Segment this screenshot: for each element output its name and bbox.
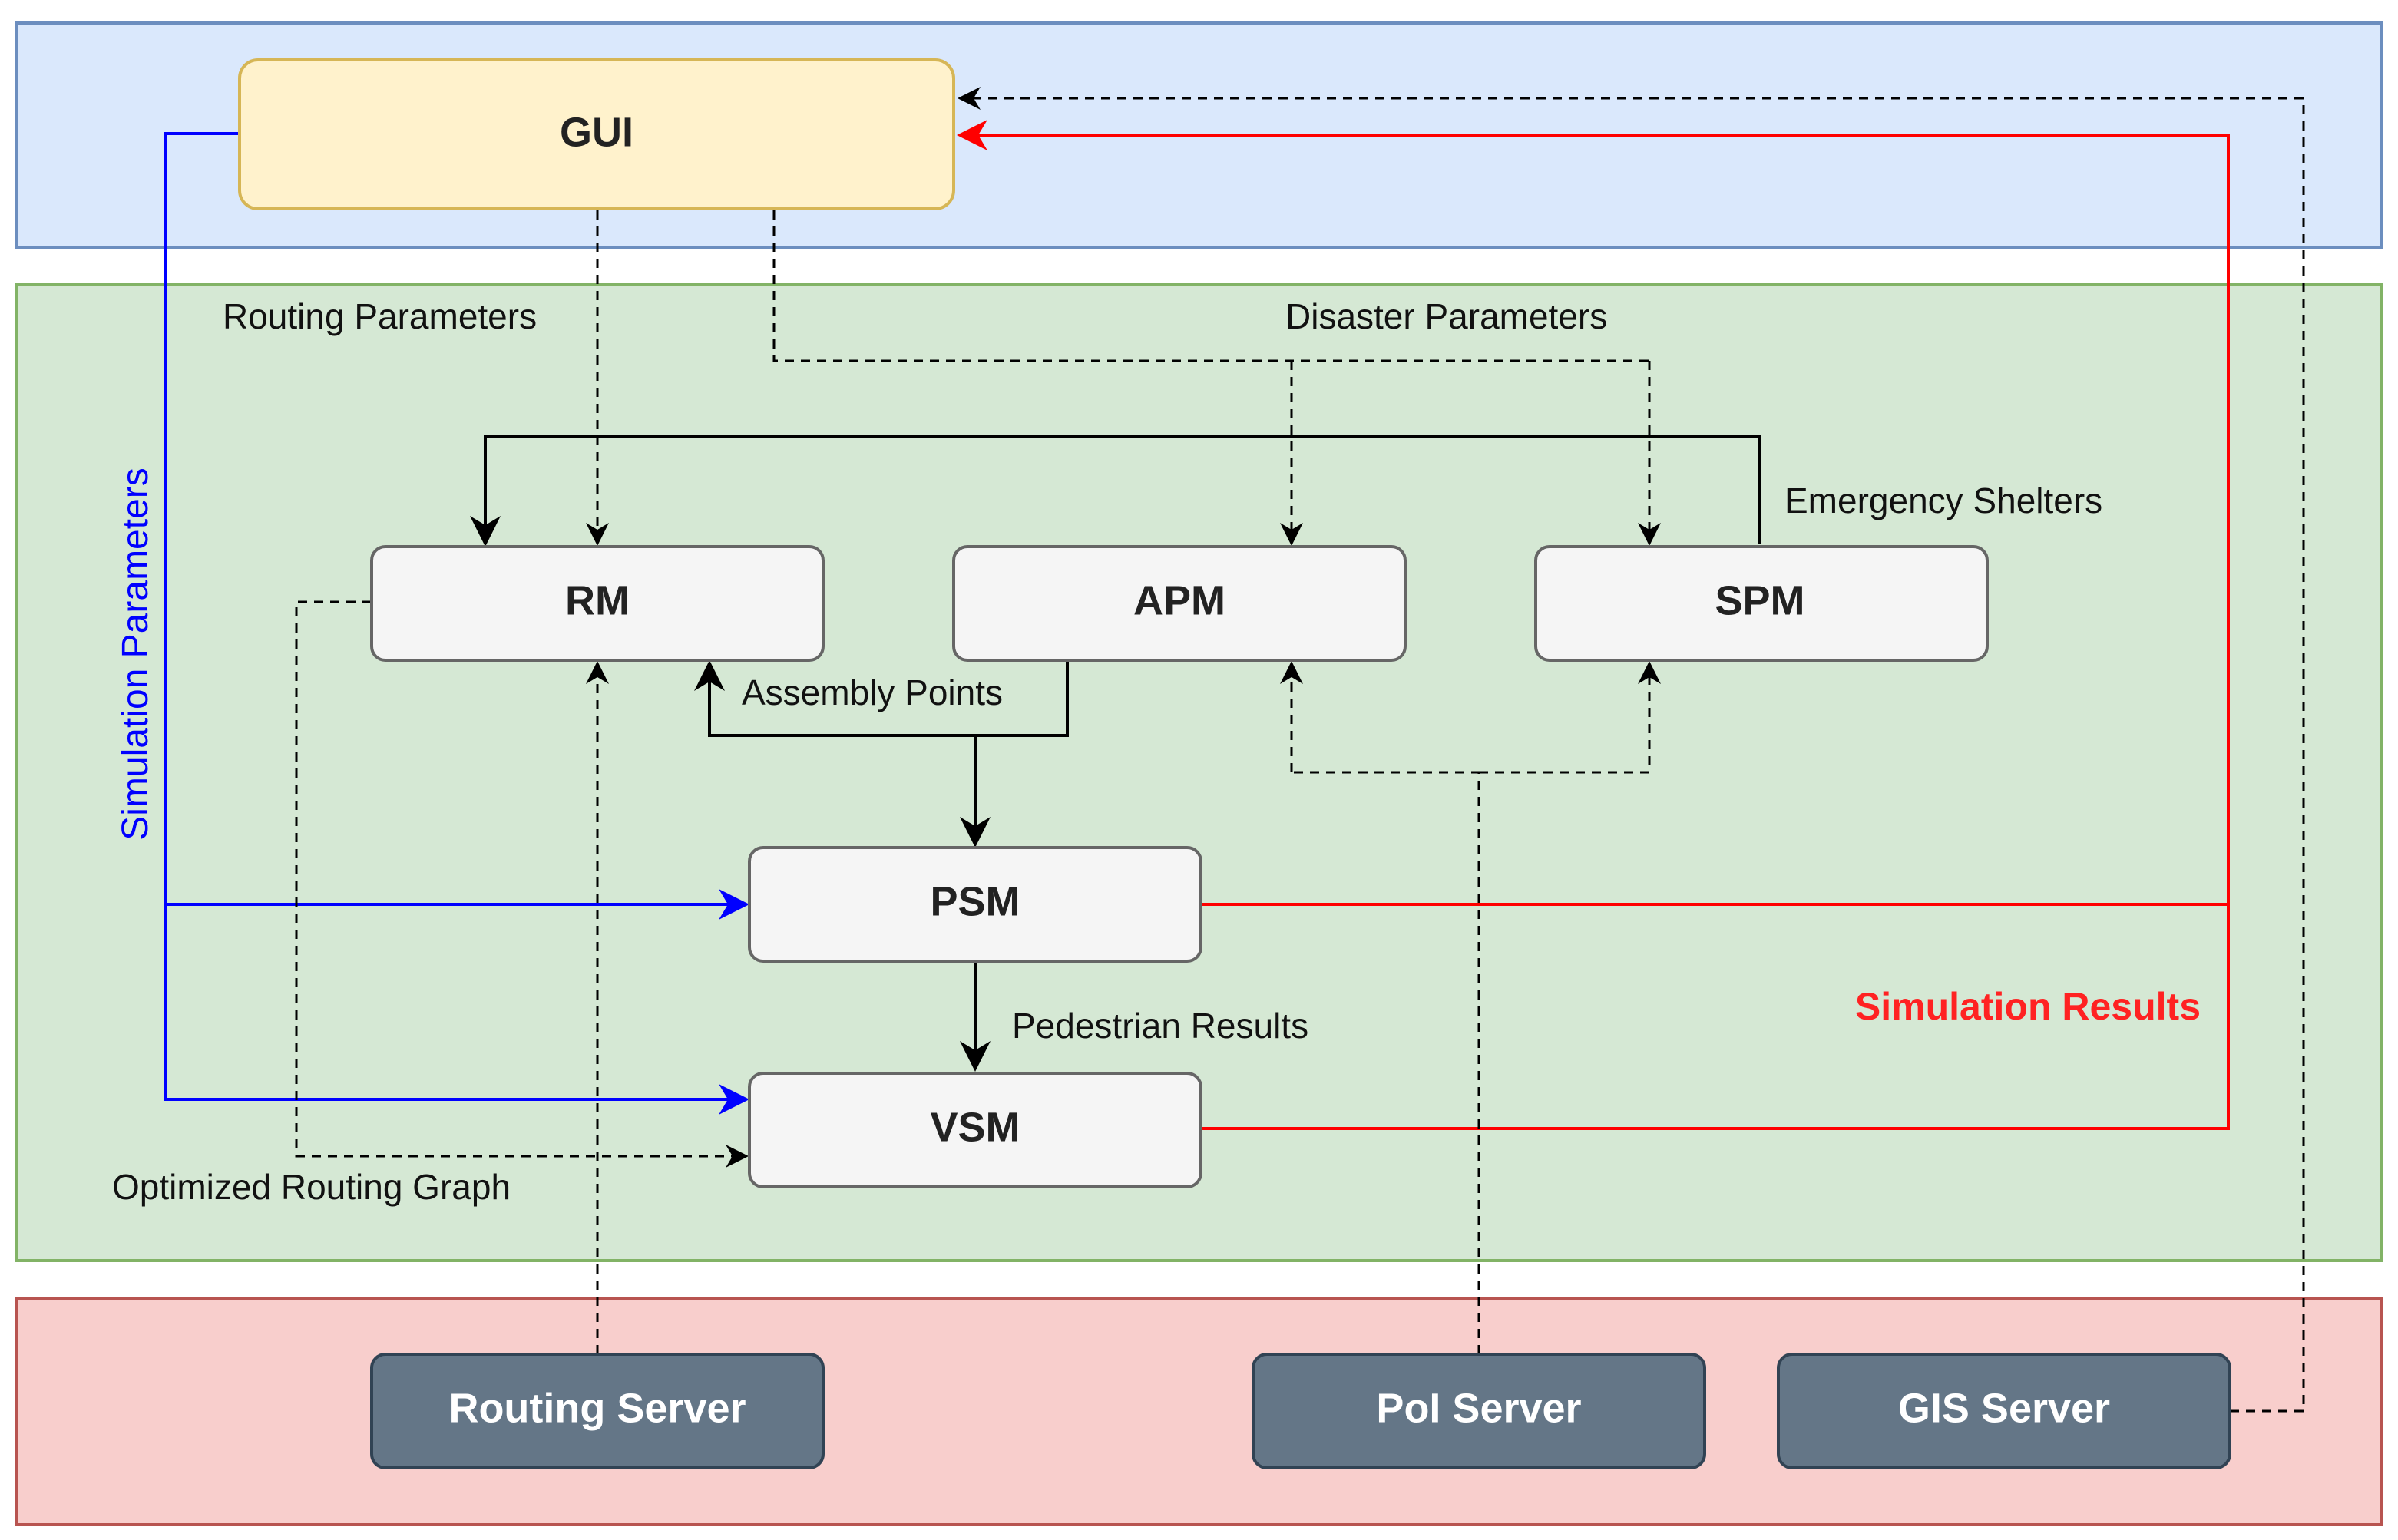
- gis-server-label: GIS Server: [1898, 1385, 2110, 1431]
- apm-node: [952, 545, 1407, 662]
- vsm-to-gui-edge: [1201, 904, 2230, 1130]
- psm-node: [748, 846, 1202, 963]
- gui-to-vsm-edge: [164, 904, 749, 1115]
- simulation-results-edges: [957, 120, 2230, 1130]
- apm-label: APM: [1133, 577, 1225, 623]
- poi-server-node: [1252, 1353, 1706, 1469]
- simulation-parameters-label: Simulation Parameters: [115, 468, 156, 841]
- simulation-parameters-edges: [164, 132, 749, 1115]
- vsm-node: [748, 1072, 1202, 1188]
- emergency-shelters-edge: [470, 435, 1761, 547]
- disaster-parameters-trunk: [772, 210, 1649, 362]
- simulation-results-label: Simulation Results: [1855, 985, 2201, 1028]
- assembly-points-edge: [694, 660, 1069, 737]
- routing-server-label: Routing Server: [448, 1385, 746, 1431]
- routing-parameters-label: Routing Parameters: [223, 296, 537, 336]
- assembly-points-label: Assembly Points: [742, 673, 1003, 712]
- psm-to-gui-edge: [957, 120, 2230, 906]
- poi-server-label: PoI Server: [1376, 1385, 1581, 1431]
- gui-to-psm-edge: [164, 132, 749, 920]
- routing-server-node: [370, 1353, 825, 1469]
- dashed-data-edges: [295, 87, 2305, 1413]
- gis-server-node: [1777, 1353, 2231, 1469]
- solid-data-edges: [470, 435, 1761, 1072]
- rm-label: RM: [565, 577, 630, 623]
- rm-node: [370, 545, 825, 662]
- gui-node: [238, 58, 955, 210]
- psm-label: PSM: [930, 878, 1020, 924]
- emergency-shelters-label: Emergency Shelters: [1784, 481, 2102, 520]
- gis-to-gui-edge: [958, 87, 2305, 1413]
- vsm-label: VSM: [930, 1104, 1020, 1150]
- pedestrian-results-label: Pedestrian Results: [1012, 1006, 1308, 1046]
- optimized-routing-graph-edge: [295, 600, 749, 1168]
- spm-node: [1534, 545, 1989, 662]
- optimized-routing-graph-label: Optimized Routing Graph: [112, 1167, 511, 1207]
- spm-label: SPM: [1715, 577, 1804, 623]
- disaster-parameters-label: Disaster Parameters: [1285, 296, 1607, 336]
- poi-to-spm-edge: [1479, 661, 1661, 774]
- gui-label: GUI: [560, 109, 633, 155]
